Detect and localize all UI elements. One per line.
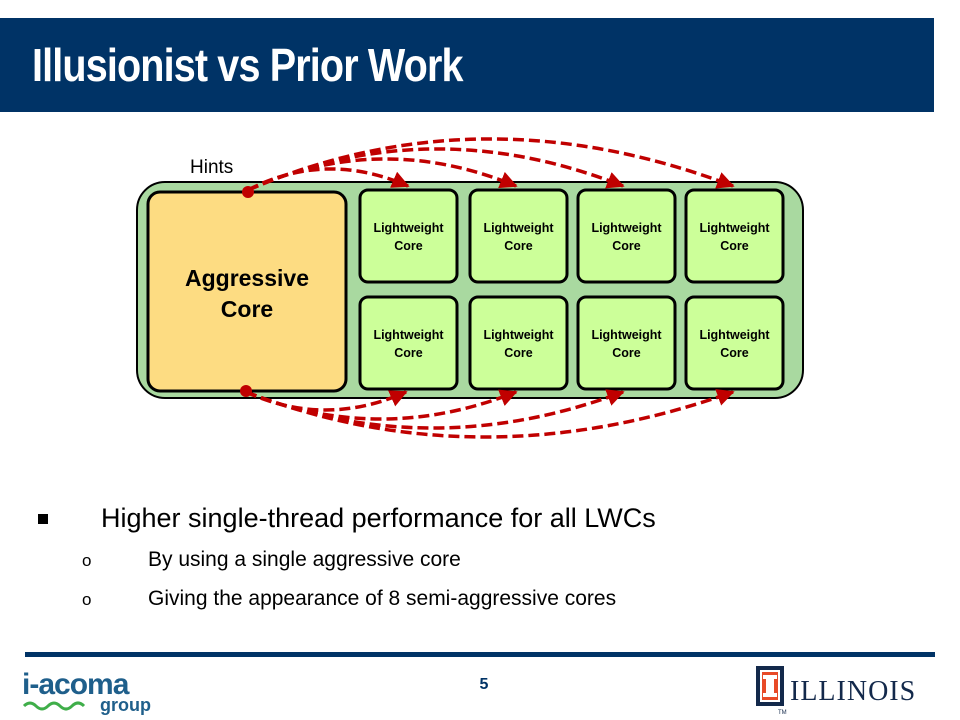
lightweight-core-box [684, 295, 785, 391]
lightweight-core-label-line2: Core [612, 239, 641, 253]
footer-divider [25, 652, 935, 657]
sub-bullet-1-text: By using a single aggressive core [148, 548, 461, 571]
hint-arrows-bottom [245, 389, 735, 439]
lightweight-core-box [468, 295, 569, 391]
illinois-block-i-icon [756, 666, 784, 706]
i-acoma-logo: i-acoma group [22, 668, 151, 715]
sub-bullet-1-marker: o [82, 551, 92, 570]
bullet-main-text: Higher single-thread performance for all… [101, 503, 656, 533]
lightweight-core-label-line2: Core [720, 346, 749, 360]
lightweight-core-box [576, 295, 677, 391]
hint-arrows-top [247, 137, 735, 192]
i-acoma-logo-text: i-acoma [22, 668, 130, 701]
lightweight-core-label-line1: Lightweight [699, 221, 770, 235]
square-bullet-icon [38, 514, 48, 524]
lightweight-core-box [684, 188, 785, 284]
lightweight-core-label-line2: Core [612, 346, 641, 360]
hint-arrow-bottom-4 [245, 389, 735, 439]
page-number: 5 [479, 676, 489, 693]
lightweight-core-box [576, 188, 677, 284]
lightweight-core-label-line2: Core [394, 346, 423, 360]
sub-bullet-1: o By using a single aggressive core [82, 548, 782, 578]
hint-source-dot-top [242, 186, 254, 198]
aggressive-core-label-line2: Core [221, 296, 273, 322]
sub-bullet-2-marker: o [82, 590, 92, 609]
lightweight-core-label-line1: Lightweight [483, 328, 554, 342]
bullet-main: Higher single-thread performance for all… [38, 503, 798, 543]
hint-arrow-top-4 [247, 137, 735, 192]
lightweight-core-label-line2: Core [720, 239, 749, 253]
lightweight-core-label-line1: Lightweight [373, 221, 444, 235]
lightweight-core-label-line2: Core [504, 239, 533, 253]
sub-bullet-2: o Giving the appearance of 8 semi-aggres… [82, 587, 782, 617]
illinois-logo: ILLINOIS TM [756, 666, 916, 716]
lightweight-core-label-line1: Lightweight [699, 328, 770, 342]
lightweight-core-label-line2: Core [504, 346, 533, 360]
hint-source-dot-bottom [240, 385, 252, 397]
aggressive-core-label-line1: Aggressive [185, 265, 309, 291]
lightweight-core-box [358, 188, 459, 284]
slide-title: Illusionist vs Prior Work [32, 39, 463, 91]
sub-bullet-2-text: Giving the appearance of 8 semi-aggressi… [148, 587, 617, 610]
core-diagram: Aggressive Core LightweightCoreLightweig… [136, 137, 804, 439]
group-logo-text: group [100, 695, 151, 715]
lightweight-cores: LightweightCoreLightweightCoreLightweigh… [358, 188, 785, 391]
illinois-trademark: TM [778, 710, 787, 716]
lightweight-core-label-line1: Lightweight [373, 328, 444, 342]
wave-icon [22, 701, 86, 711]
title-bar [0, 18, 934, 112]
lightweight-core-label-line1: Lightweight [483, 221, 554, 235]
lightweight-core-box [358, 295, 459, 391]
aggressive-core: Aggressive Core [146, 190, 348, 393]
hints-label: Hints [190, 157, 233, 178]
lightweight-core-label-line2: Core [394, 239, 423, 253]
lightweight-core-label-line1: Lightweight [591, 221, 662, 235]
lightweight-core-box [468, 188, 569, 284]
lightweight-core-label-line1: Lightweight [591, 328, 662, 342]
illinois-wordmark: ILLINOIS [790, 676, 916, 707]
